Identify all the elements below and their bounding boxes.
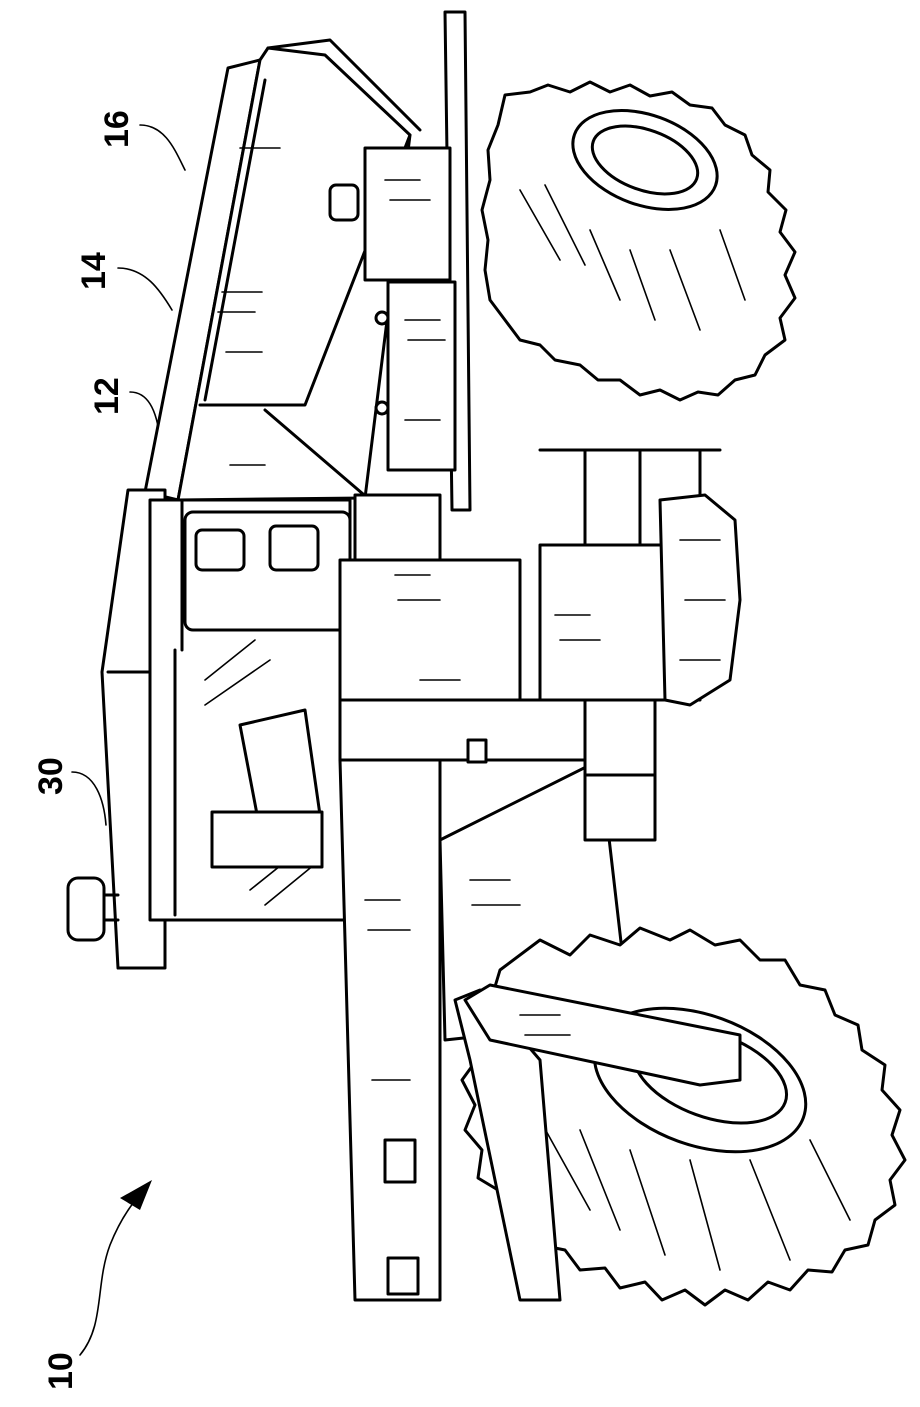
hopper-lower-edge (263, 408, 372, 502)
chassis (338, 493, 657, 1302)
front-chassis-beam (338, 758, 442, 1302)
front-tire-lugs (539, 1119, 851, 1271)
svg-text:10: 10 (42, 1352, 80, 1390)
hopper-hatching (217, 147, 281, 466)
bolt-lower (374, 400, 390, 416)
rear-tire-hub (590, 124, 700, 196)
battery-box (583, 688, 657, 842)
rear-tire-rim (571, 109, 719, 211)
rear-tire-tread (480, 80, 797, 402)
work-light-left (194, 528, 246, 572)
leader-line-10 (79, 1184, 149, 1356)
svg-text:12: 12 (88, 377, 126, 415)
hopper-top-frame (266, 38, 422, 132)
headlight-upper (383, 1138, 417, 1184)
bolt-upper (374, 310, 390, 326)
rear-tire (480, 80, 797, 402)
front-tire (453, 926, 907, 1307)
label-ref-12: 12 (88, 377, 161, 441)
engine-hatching (394, 574, 461, 681)
fuel-cap (466, 738, 488, 764)
label-ref-16: 16 (98, 110, 186, 171)
upper-side-box-hatching (384, 179, 431, 201)
leader-line-14 (117, 267, 173, 311)
cab-pillars (173, 498, 184, 917)
engine-housing-upper (338, 558, 522, 702)
cab-console (210, 810, 324, 869)
beacon-mount (102, 893, 120, 922)
hopper-side-boxes (328, 146, 457, 472)
cowl-hatching (469, 879, 521, 906)
glass-reflection (204, 639, 321, 906)
cab (66, 488, 352, 970)
upper-side-box (363, 146, 452, 282)
lower-side-box-hatching (404, 319, 446, 421)
svg-text:30: 30 (32, 757, 70, 795)
label-ref-10: 10 (42, 1180, 152, 1390)
hopper-inner-edge (203, 78, 267, 402)
beacon-light (66, 876, 106, 942)
rear-tire-lugs (519, 184, 746, 331)
leader-line-16 (139, 124, 186, 171)
svg-text:14: 14 (75, 252, 113, 290)
leader-line-30 (71, 771, 107, 826)
front-beam-hatching (364, 899, 411, 1081)
label-ref-30: 30 (32, 757, 107, 826)
step-housing-hatching (554, 614, 601, 641)
axle-bracket-hatching (519, 1014, 571, 1036)
work-light-right (268, 524, 320, 572)
label-ref-14: 14 (75, 252, 173, 311)
axle-bracket (463, 983, 742, 1087)
headlight-lower (386, 1256, 420, 1296)
lower-side-box (386, 280, 457, 472)
middle-tire (658, 493, 742, 707)
middle-tire-lugs (679, 539, 726, 661)
access-ladder (538, 448, 732, 702)
svg-text:16: 16 (98, 110, 136, 148)
engine-housing-top (353, 493, 442, 562)
arrowhead-10 (120, 1180, 152, 1210)
valve-fitting (328, 183, 360, 222)
